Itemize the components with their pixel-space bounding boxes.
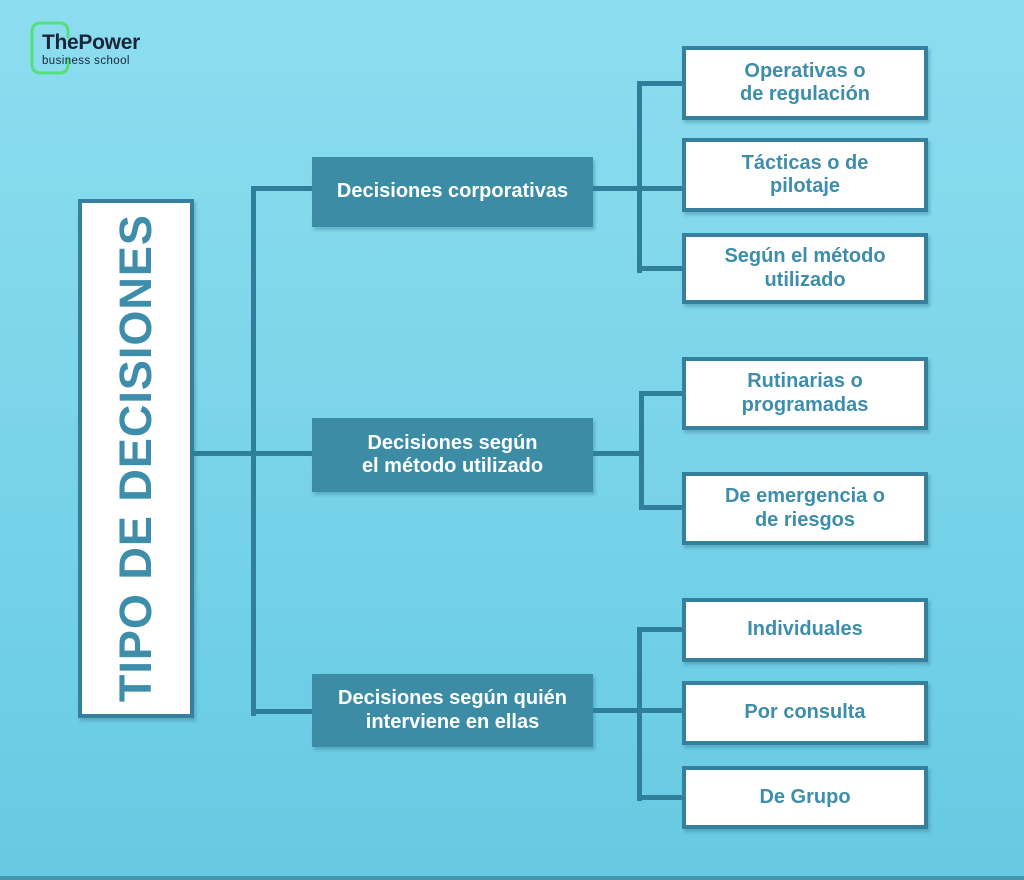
connector-branch1-to-leaf2 xyxy=(637,186,682,191)
connector-branch2-trunk xyxy=(639,391,644,510)
brand-logo: ThePower business school xyxy=(30,20,250,82)
connector-root-to-branch3 xyxy=(251,709,312,714)
connector-branch3-out xyxy=(593,708,640,713)
leaf-node-de-grupo: De Grupo xyxy=(682,766,928,829)
connector-branch1-to-leaf1 xyxy=(637,81,682,86)
connector-root-to-branch1 xyxy=(251,186,312,191)
branch-node-label: Decisiones corporativas xyxy=(336,180,569,203)
leaf-node-label: Según el método utilizado xyxy=(724,245,886,291)
branch-node-metodo: Decisiones según el método utilizado xyxy=(312,418,593,492)
connector-branch1-trunk xyxy=(637,81,642,273)
leaf-node-label: De emergencia o de riesgos xyxy=(724,485,886,531)
connector-branch2-to-leaf2 xyxy=(639,505,682,510)
logo-text: ThePower business school xyxy=(42,31,140,68)
logo-tagline: business school xyxy=(42,55,130,68)
leaf-node-rutinarias: Rutinarias o programadas xyxy=(682,357,928,430)
leaf-node-label: Individuales xyxy=(747,618,863,641)
leaf-node-emergencia: De emergencia o de riesgos xyxy=(682,472,928,545)
connector-branch2-to-leaf1 xyxy=(639,391,682,396)
leaf-node-individuales: Individuales xyxy=(682,598,928,662)
logo-brand: ThePower xyxy=(42,31,140,54)
leaf-node-tacticas: Tácticas o de pilotaje xyxy=(682,138,928,212)
leaf-node-label: De Grupo xyxy=(759,785,851,808)
leaf-node-por-consulta: Por consulta xyxy=(682,681,928,745)
logo-bracket-icon xyxy=(30,21,70,75)
leaf-node-label: Tácticas o de pilotaje xyxy=(741,151,869,197)
connector-branch3-trunk xyxy=(637,627,642,801)
leaf-node-operativas: Operativas o de regulación xyxy=(682,46,928,120)
bottom-accent-bar xyxy=(0,876,1024,880)
branch-node-corporativas: Decisiones corporativas xyxy=(312,157,593,227)
root-node-label: TIPO DE DECISIONES xyxy=(109,214,161,703)
connector-root-to-branch2 xyxy=(192,451,312,456)
leaf-node-segun-metodo: Según el método utilizado xyxy=(682,233,928,304)
connector-branch3-to-leaf3 xyxy=(637,795,682,800)
branch-node-label: Decisiones según quién interviene en ell… xyxy=(338,687,567,733)
leaf-node-label: Rutinarias o programadas xyxy=(741,370,869,416)
connector-branch3-to-leaf1 xyxy=(637,627,682,632)
connector-branch1-to-leaf3 xyxy=(637,266,682,271)
connector-branch1-out xyxy=(593,186,640,191)
connector-branch2-out xyxy=(593,451,642,456)
leaf-node-label: Operativas o de regulación xyxy=(739,59,871,105)
connector-branch3-to-leaf2 xyxy=(637,708,682,713)
branch-node-quien-interviene: Decisiones según quién interviene en ell… xyxy=(312,674,593,747)
branch-node-label: Decisiones según el método utilizado xyxy=(361,431,544,477)
root-node: TIPO DE DECISIONES xyxy=(78,199,194,718)
leaf-node-label: Por consulta xyxy=(744,701,866,724)
